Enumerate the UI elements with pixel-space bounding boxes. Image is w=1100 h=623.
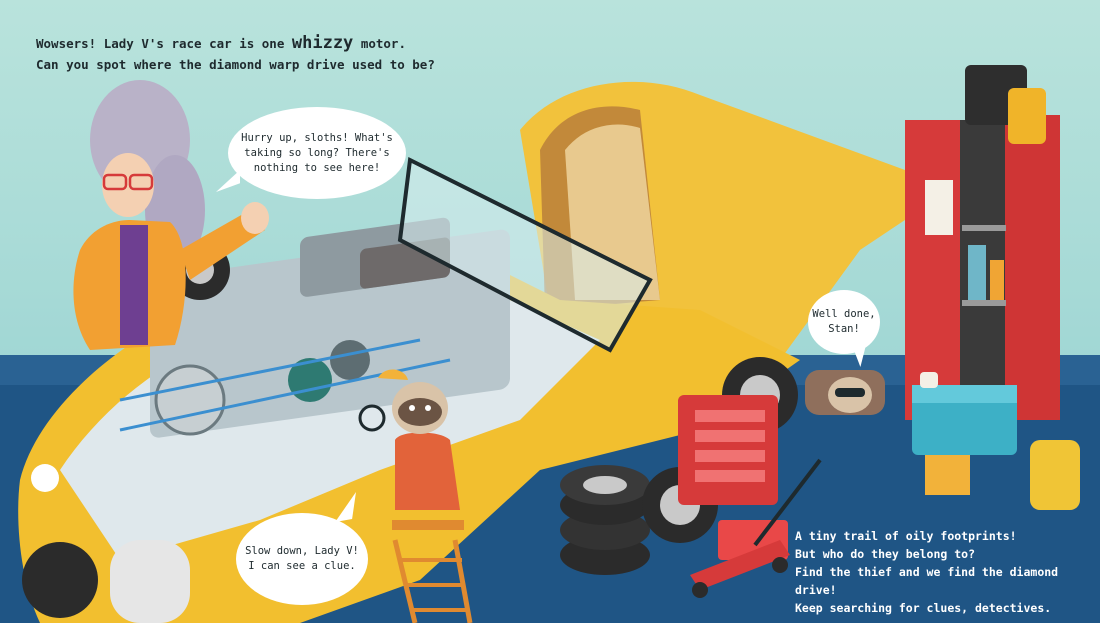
- outro-line-2: But who do they belong to?: [795, 547, 976, 561]
- speech-bubble-lady-v: Hurry up, sloths! What's taking so long?…: [228, 107, 406, 199]
- bubble-lady-v-line-3: nothing to see here!: [253, 161, 381, 174]
- speech-bubble-stan: Well done, Stan!: [808, 290, 880, 354]
- bubble-clue-line-1: Slow down, Lady V!: [245, 545, 359, 557]
- lady-v: [73, 80, 269, 350]
- speech-bubble-clue: Slow down, Lady V! I can see a clue.: [236, 513, 368, 605]
- sloth-detective: [358, 369, 473, 623]
- outro-line-4: Keep searching for clues, detectives.: [795, 601, 1052, 615]
- blue-toolbox: [912, 372, 1080, 510]
- windshield: [397, 156, 653, 353]
- bubble-clue-line-2: I can see a clue.: [248, 560, 356, 572]
- outro-line-1: A tiny trail of oily footprints!: [795, 529, 1017, 543]
- intro-line-1-start: Wowsers! Lady V's race car is one: [36, 36, 292, 51]
- outro-text: A tiny trail of oily footprints! But who…: [795, 527, 1100, 617]
- car-jack: [690, 458, 822, 598]
- intro-line-1: Wowsers! Lady V's race car is one whizzy…: [36, 33, 435, 54]
- intro-emphasis: whizzy: [291, 33, 354, 53]
- intro-text: Wowsers! Lady V's race car is one whizzy…: [36, 33, 435, 75]
- bubble-lady-v-line-1: Hurry up, sloths! What's: [241, 131, 393, 144]
- red-cabinet: [905, 65, 1060, 430]
- car-grille: [110, 540, 190, 623]
- engine: [119, 217, 510, 438]
- intro-line-1-end: motor.: [353, 36, 406, 51]
- bubble-stan-line-1: Well done,: [812, 308, 876, 320]
- sloth-under-car: [805, 370, 885, 415]
- bubble-stan-line-2: Stan!: [828, 323, 860, 335]
- headlight: [31, 464, 59, 492]
- bubble-lady-v-line-2: taking so long? There's: [244, 146, 390, 159]
- intro-line-2: Can you spot where the diamond warp driv…: [36, 57, 435, 72]
- outro-line-3: Find the thief and we find the diamond d…: [795, 565, 1059, 597]
